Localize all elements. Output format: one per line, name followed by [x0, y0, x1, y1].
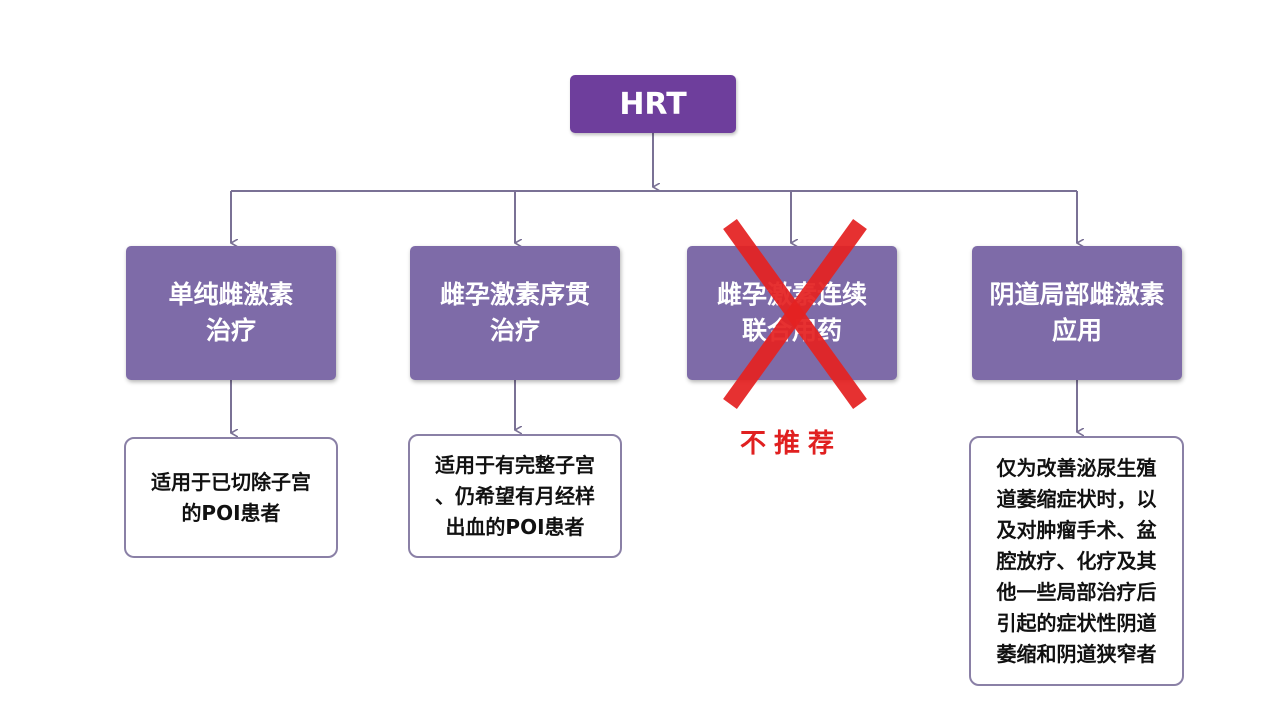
desc-line: 适用于已切除子宫: [151, 469, 311, 494]
desc-line: 的POI患者: [181, 500, 281, 525]
category-sequential: 雌孕激素序贯 治疗: [410, 246, 620, 380]
desc-estrogen-only: 适用于已切除子宫 的POI患者: [124, 437, 338, 558]
category-label-line2: 治疗: [205, 316, 256, 345]
desc-sequential: 适用于有完整子宫 、仍希望有月经样 出血的POI患者: [408, 434, 622, 558]
not-recommended-label: 不推荐: [739, 429, 842, 459]
desc-line: 仅为改善泌尿生殖: [996, 455, 1157, 480]
category-label-line2: 应用: [1051, 316, 1102, 345]
desc-line: 适用于有完整子宫: [435, 452, 595, 477]
cross-mark-icon: [723, 219, 867, 409]
category-vaginal-local: 阴道局部雌激素 应用: [972, 246, 1182, 380]
category-label-line1: 单纯雌激素: [168, 280, 294, 309]
desc-line: 道萎缩症状时，以: [996, 486, 1157, 511]
category-label-line1: 雌孕激素序贯: [439, 280, 590, 309]
desc-line: 他一些局部治疗后: [996, 579, 1157, 604]
hrt-root-node: HRT: [570, 75, 736, 133]
desc-line: 及对肿瘤手术、盆: [996, 517, 1157, 542]
category-label-line1: 阴道局部雌激素: [989, 280, 1165, 309]
desc-line: 腔放疗、化疗及其: [996, 548, 1157, 573]
desc-line: 萎缩和阴道狭窄者: [996, 641, 1157, 666]
desc-line: 出血的POI患者: [445, 514, 585, 539]
category-estrogen-only: 单纯雌激素 治疗: [126, 246, 336, 380]
desc-line: 、仍希望有月经样: [435, 483, 595, 508]
category-label-line2: 治疗: [489, 316, 540, 345]
desc-line: 引起的症状性阴道: [996, 610, 1157, 635]
desc-vaginal-local: 仅为改善泌尿生殖 道萎缩症状时，以 及对肿瘤手术、盆 腔放疗、化疗及其 他一些局…: [969, 436, 1184, 686]
hrt-root-label: HRT: [619, 86, 687, 122]
